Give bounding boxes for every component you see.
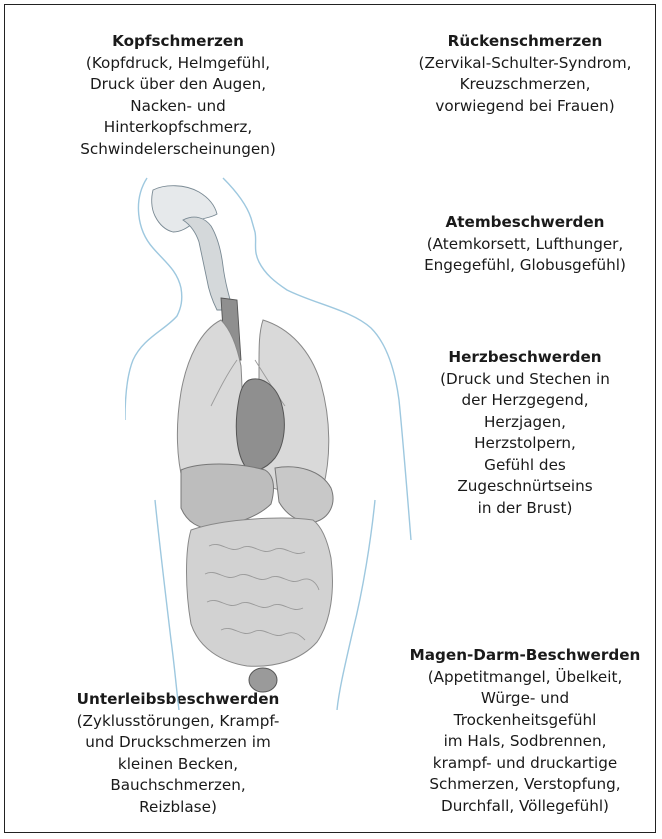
- title-kopfschmerzen: Kopfschmerzen: [53, 31, 303, 53]
- desc-line: Kreuzschmerzen,: [400, 74, 650, 96]
- desc-line: Bauchschmerzen,: [43, 775, 313, 797]
- desc-line: Trockenheitsgefühl: [397, 710, 653, 732]
- title-magen-darm: Magen-Darm-Beschwerden: [397, 645, 653, 667]
- desc-line: Durchfall, Völlegefühl): [397, 796, 653, 818]
- desc-line: Nacken- und: [53, 96, 303, 118]
- desc-line: Engegefühl, Globusgefühl): [400, 255, 650, 277]
- desc-line: kleinen Becken,: [43, 754, 313, 776]
- desc-line: (Kopfdruck, Helmgefühl,: [53, 53, 303, 75]
- desc-line: (Atemkorsett, Lufthunger,: [400, 234, 650, 256]
- desc-line: Zugeschnürtseins: [400, 476, 650, 498]
- intestines: [187, 518, 333, 666]
- desc-line: vorwiegend bei Frauen): [400, 96, 650, 118]
- body-figure-illustration: [125, 170, 415, 710]
- desc-line: Hinterkopfschmerz,: [53, 117, 303, 139]
- desc-line: (Zyklusstörungen, Krampf-: [43, 711, 313, 733]
- desc-line: Schwindelerscheinungen): [53, 139, 303, 161]
- desc-line: (Zervikal-Schulter-Syndrom,: [400, 53, 650, 75]
- block-rueckenschmerzen: Rückenschmerzen (Zervikal-Schulter-Syndr…: [400, 31, 650, 117]
- figure-frame: Kopfschmerzen (Kopfdruck, Helmgefühl, Dr…: [4, 4, 656, 833]
- desc-line: (Appetitmangel, Übelkeit,: [397, 667, 653, 689]
- desc-line: und Druckschmerzen im: [43, 732, 313, 754]
- bladder: [249, 668, 277, 692]
- desc-line: Reizblase): [43, 797, 313, 819]
- title-rueckenschmerzen: Rückenschmerzen: [400, 31, 650, 53]
- desc-line: (Druck und Stechen in: [400, 369, 650, 391]
- desc-line: Herzstolpern,: [400, 433, 650, 455]
- block-magen-darm-beschwerden: Magen-Darm-Beschwerden (Appetitmangel, Ü…: [397, 645, 653, 817]
- desc-line: Schmerzen, Verstopfung,: [397, 774, 653, 796]
- desc-line: in der Brust): [400, 498, 650, 520]
- desc-line: Druck über den Augen,: [53, 74, 303, 96]
- block-herzbeschwerden: Herzbeschwerden (Druck und Stechen in de…: [400, 347, 650, 519]
- desc-line: Gefühl des: [400, 455, 650, 477]
- desc-line: krampf- und druckartige: [397, 753, 653, 775]
- desc-line: im Hals, Sodbrennen,: [397, 731, 653, 753]
- desc-line: Herzjagen,: [400, 412, 650, 434]
- title-atembeschwerden: Atembeschwerden: [400, 212, 650, 234]
- block-atembeschwerden: Atembeschwerden (Atemkorsett, Lufthunger…: [400, 212, 650, 277]
- block-kopfschmerzen: Kopfschmerzen (Kopfdruck, Helmgefühl, Dr…: [53, 31, 303, 160]
- desc-line: der Herzgegend,: [400, 390, 650, 412]
- desc-line: Würge- und: [397, 688, 653, 710]
- title-herzbeschwerden: Herzbeschwerden: [400, 347, 650, 369]
